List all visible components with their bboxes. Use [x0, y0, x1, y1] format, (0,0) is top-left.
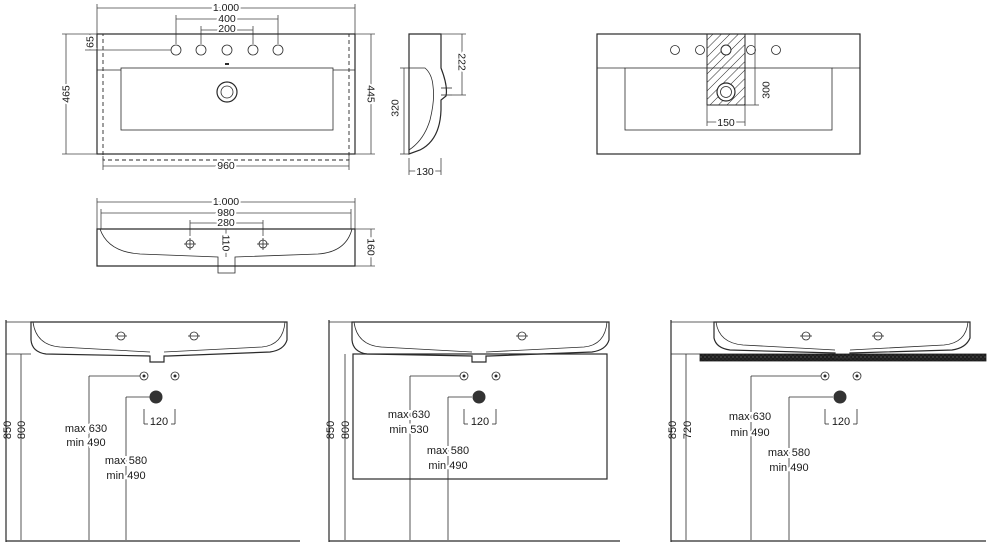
side-depth-label: 130	[416, 166, 434, 178]
countertop-supply-max-label: max 630	[729, 411, 771, 423]
cabinet-supply-max-label: max 630	[388, 409, 430, 421]
wall-supply-max-label: max 630	[65, 423, 107, 435]
top-overall-width-label: 1.000	[213, 2, 239, 14]
cabinet-waste-min-label: min 490	[428, 460, 467, 472]
front-view: 1.000 980 280 110 160	[96, 194, 379, 274]
wall-underside-label: 800	[16, 421, 28, 439]
top-depth-inner-label: 445	[365, 85, 377, 103]
front-inner-width-label: 980	[217, 207, 235, 219]
side-height-top-label: 222	[456, 53, 468, 71]
wall-waste-max-label: max 580	[105, 455, 147, 467]
countertop-waste-max-label: max 580	[768, 447, 810, 459]
wall-rim-height-label: 850	[2, 421, 14, 439]
cabinet-supply-min-label: min 530	[389, 424, 428, 436]
top-tap-spacing-inner-label: 200	[218, 23, 236, 35]
tap-hole-2	[195, 44, 207, 56]
front-overall-width-label: 1.000	[213, 196, 239, 208]
tap-hole-4	[247, 44, 259, 56]
tap-hole-5	[272, 44, 284, 56]
front-bracket-spacing-label: 280	[217, 217, 235, 229]
tap-hole-3	[221, 44, 233, 56]
front-drain-height-label: 110	[220, 235, 232, 252]
drain-outer	[216, 81, 238, 103]
countertop-waste-min-label: min 490	[769, 462, 808, 474]
cabinet-spacing-label: 120	[471, 416, 489, 428]
drain-inner	[220, 85, 234, 99]
countertop-supply-min-label: min 490	[730, 427, 769, 439]
installation-wall: 120 850 800 max 630 min 490 max 580 min …	[2, 320, 300, 542]
installation-cabinet: 120 850 800 max 630 min 530 max 580 min …	[325, 320, 620, 542]
countertop-rim-height-label: 850	[667, 421, 679, 439]
detail-height-label: 300	[761, 81, 773, 99]
top-bottom-width-label: 960	[217, 160, 235, 172]
top-view: 1.000 400 200 65 465	[59, 0, 379, 174]
countertop-counter-height-label: 720	[682, 421, 694, 439]
front-height-label: 160	[365, 238, 377, 256]
wall-waste-min-label: min 490	[106, 470, 145, 482]
detail-width-label: 150	[717, 117, 735, 129]
cabinet-height-label: 800	[340, 421, 352, 439]
detail-view: 300 150	[596, 33, 861, 155]
installation-countertop: 120 850 720 max 630 min 490 max 580 min …	[667, 320, 987, 542]
cabinet-rim-height-label: 850	[325, 421, 337, 439]
tap-hole-1	[170, 44, 182, 56]
cabinet-waste-max-label: max 580	[427, 445, 469, 457]
top-depth-total-label: 465	[61, 85, 73, 103]
countertop-spacing-label: 120	[832, 416, 850, 428]
side-height-total-label: 320	[390, 99, 402, 117]
top-tap-spacing-outer-label: 400	[218, 13, 236, 25]
wall-supply-min-label: min 490	[66, 437, 105, 449]
top-tap-offset-label: 65	[85, 36, 97, 48]
wall-spacing-label: 120	[150, 416, 168, 428]
side-view: 222 320 130	[390, 33, 470, 180]
cabinet	[352, 353, 608, 480]
